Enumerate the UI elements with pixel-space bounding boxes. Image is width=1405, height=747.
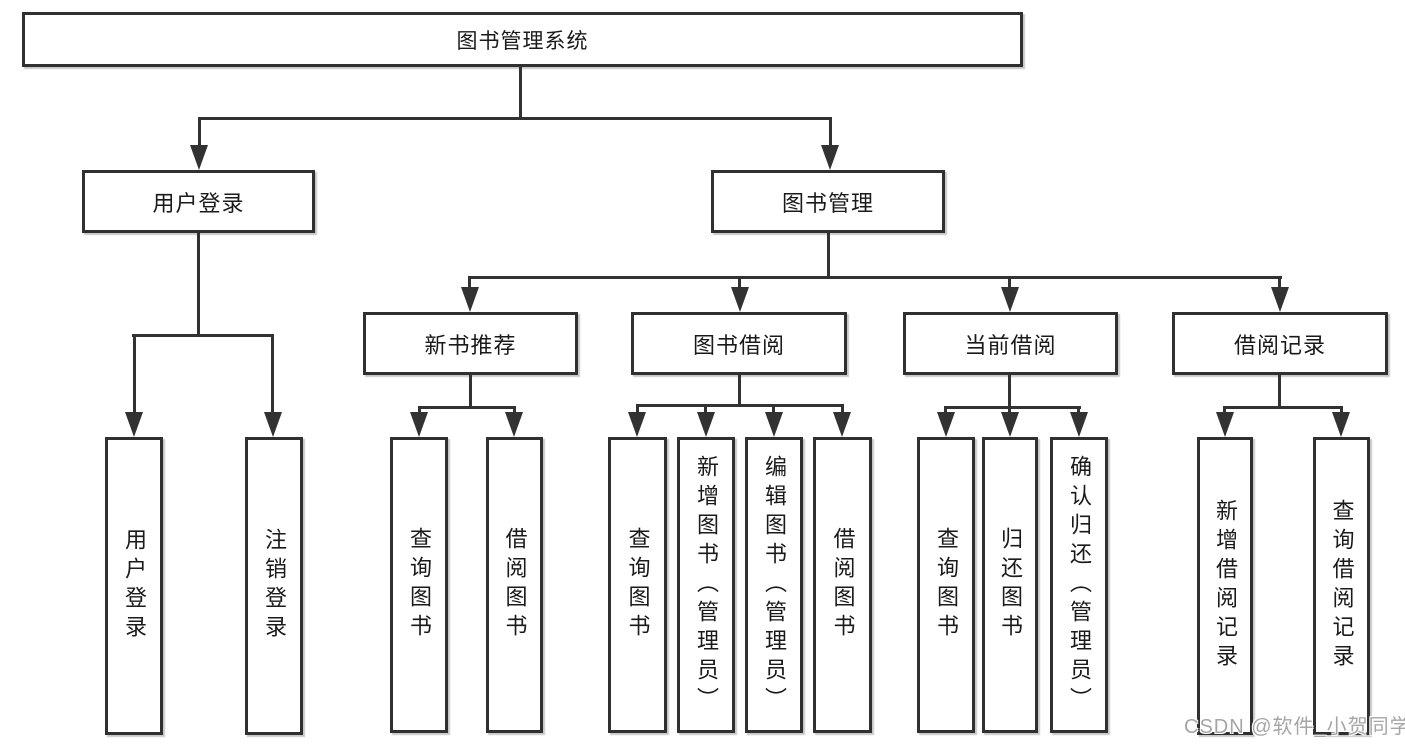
connector-arrow-stem (841, 404, 844, 414)
connector-level3-rail (469, 276, 1282, 279)
connector-rail (636, 404, 844, 407)
connector-stem (738, 375, 741, 405)
arrowhead (505, 412, 523, 437)
node-label: 注销登录 (262, 528, 287, 644)
connector-arrow-stem (271, 334, 274, 413)
node-leaf-add-borrow-record: 新增借阅记录 (1197, 437, 1253, 735)
connector-user-login-rail (132, 334, 274, 337)
node-leaf-add-book-admin: 新增图书（管理员） (677, 437, 735, 733)
arrowhead (1332, 412, 1350, 437)
connector-stem (1278, 375, 1281, 408)
connector-arrow-stem (829, 117, 832, 147)
arrowhead (1001, 287, 1019, 312)
connector-arrow-stem (513, 406, 516, 414)
arrowhead (628, 412, 646, 437)
node-user-login: 用户登录 (82, 170, 315, 233)
node-label: 归还图书 (998, 527, 1023, 643)
node-leaf-borrow-book-2: 借阅图书 (813, 437, 872, 733)
connector-arrow-stem (418, 406, 421, 414)
node-label: 借阅图书 (502, 527, 528, 643)
connector-stem (469, 375, 472, 408)
connector-arrow-stem (636, 404, 639, 414)
csdn-watermark: CSDN @软件_小贺同学 (1184, 716, 1405, 738)
node-label: 新增借阅记录 (1213, 499, 1238, 673)
node-leaf-confirm-return-admin: 确认归还（管理员） (1050, 437, 1108, 733)
node-label: 新增图书（管理员） (694, 454, 719, 716)
node-label: 用户登录 (122, 528, 147, 644)
node-new-book-recommend: 新书推荐 (363, 312, 578, 375)
arrowhead (937, 412, 955, 437)
node-label: 借阅图书 (830, 527, 856, 643)
connector-arrow-stem (1008, 406, 1011, 414)
arrowhead (190, 145, 208, 170)
node-leaf-logout: 注销登录 (245, 437, 303, 735)
node-leaf-edit-book-admin: 编辑图书（管理员） (745, 437, 803, 733)
connector-rail (944, 406, 1081, 409)
node-leaf-query-borrow-record: 查询借阅记录 (1313, 437, 1370, 735)
arrowhead (125, 412, 143, 437)
arrowhead (461, 287, 479, 312)
node-leaf-query-book-3: 查询图书 (917, 437, 975, 733)
connector-arrow-stem (738, 276, 741, 289)
connector-arrow-stem (944, 406, 947, 414)
node-library-management-system: 图书管理系统 (22, 12, 1023, 67)
connector-user-login-stem (197, 233, 200, 335)
arrowhead (833, 412, 851, 437)
arrowhead (1216, 412, 1234, 437)
node-borrow-record: 借阅记录 (1172, 312, 1388, 375)
connector-level2-rail (198, 117, 832, 120)
node-leaf-return-book: 归还图书 (982, 437, 1038, 733)
connector-arrow-stem (1223, 406, 1226, 414)
arrowhead (1001, 412, 1019, 437)
connector-arrow-stem (133, 334, 136, 413)
arrowhead (264, 412, 282, 437)
connector-rail (1223, 406, 1343, 409)
node-current-borrow: 当前借阅 (903, 312, 1118, 375)
node-leaf-query-book-1: 查询图书 (390, 437, 448, 733)
arrowhead (731, 287, 749, 312)
node-book-management: 图书管理 (711, 170, 945, 233)
arrowhead (410, 412, 428, 437)
arrowhead (697, 412, 715, 437)
node-leaf-query-book-2: 查询图书 (608, 437, 667, 733)
node-leaf-user-login: 用户登录 (105, 437, 163, 735)
connector-book-mgmt-stem (827, 233, 830, 278)
connector-arrow-stem (198, 117, 201, 147)
node-book-borrow: 图书借阅 (631, 312, 847, 375)
arrowhead (1070, 412, 1088, 437)
node-leaf-borrow-book-1: 借阅图书 (486, 437, 543, 733)
node-label: 查询图书 (407, 527, 432, 643)
arrowhead (1271, 287, 1289, 312)
node-label: 查询图书 (625, 527, 651, 643)
connector-arrow-stem (772, 404, 775, 414)
node-label: 编辑图书（管理员） (762, 454, 787, 716)
connector-rail (418, 406, 516, 409)
connector-stem (1008, 375, 1011, 408)
connector-arrow-stem (1340, 406, 1343, 414)
connector-arrow-stem (1008, 276, 1011, 289)
node-label: 确认归还（管理员） (1067, 454, 1092, 716)
connector-arrow-stem (1278, 276, 1281, 289)
connector-arrow-stem (704, 404, 707, 414)
connector-arrow-stem (1077, 406, 1080, 414)
node-label: 查询借阅记录 (1329, 499, 1355, 673)
node-label: 查询图书 (934, 527, 959, 643)
arrowhead (765, 412, 783, 437)
arrowhead (821, 145, 839, 170)
connector-root-stem (519, 67, 522, 118)
connector-arrow-stem (468, 276, 471, 289)
